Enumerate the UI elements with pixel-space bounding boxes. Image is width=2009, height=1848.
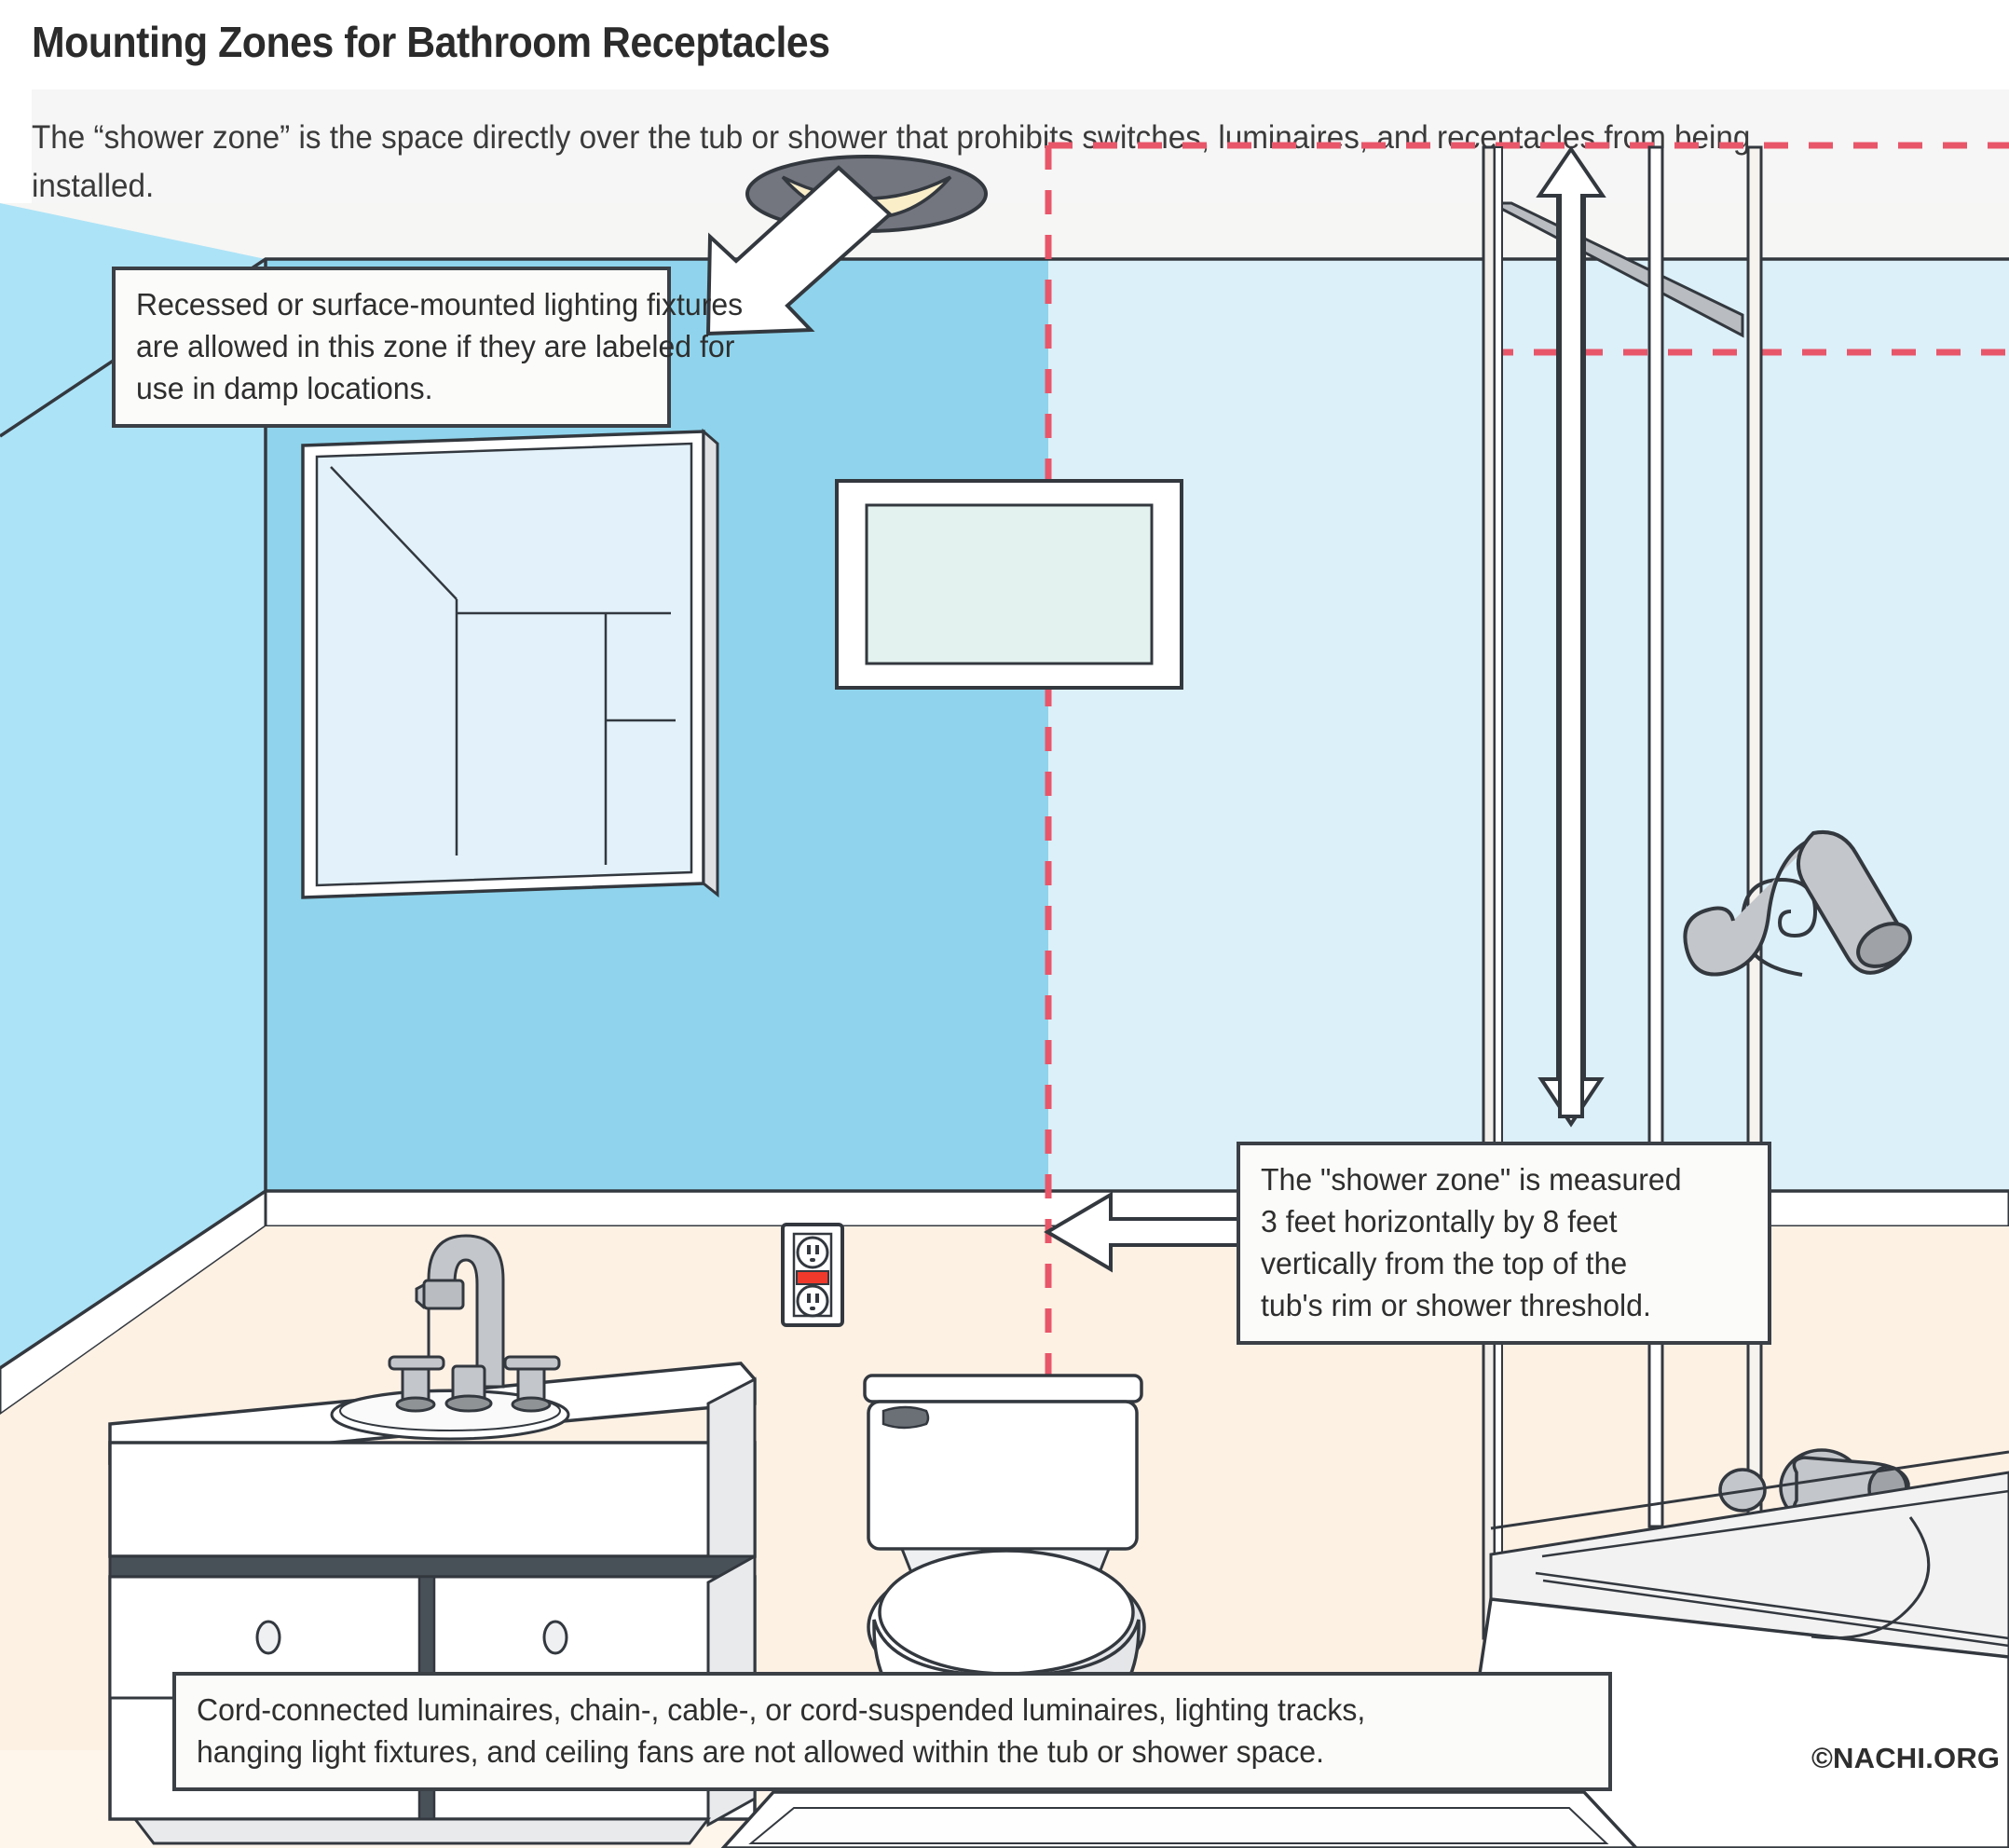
callout-bottom-line-1: Cord-connected luminaires, chain-, cable… [197,1692,1366,1727]
subtitle-line-1: The “shower zone” is the space directly … [32,119,1428,156]
shower-head [1683,830,1912,977]
shower-zone-height-arrow [1536,145,1606,1118]
framed-picture [835,479,1183,690]
callout-bottom-line-2: hanging light fixtures, and ceiling fans… [197,1734,1324,1769]
leader-arrow-lighting-visible [705,165,893,336]
callout-shower-line-2: 3 feet horizontally by 8 feet [1261,1204,1618,1239]
leader-arrow-shower-zone [1044,1191,1241,1273]
page-title: Mounting Zones for Bathroom Receptacles [32,18,830,66]
callout-shower-line-1: The "shower zone" is measured [1261,1162,1682,1197]
left-wall [0,203,266,1368]
bath-mat [720,1790,1639,1848]
ceiling [0,203,2009,436]
callout-lighting-line-3: use in damp locations. [136,371,433,405]
callout-lighting-fixtures: Recessed or surface-mounted lighting fix… [112,267,744,428]
wall-mirror [301,428,719,899]
drawer-knob [255,1620,281,1655]
sink-bowl [330,1389,570,1441]
gfci-receptacle [781,1223,844,1327]
callout-shower-line-3: vertically from the top of the [1261,1246,1628,1280]
copyright-credit: ©NACHI.ORG [1811,1742,2001,1774]
scene-svg [0,142,2009,1848]
faucet-handle-right [503,1355,561,1413]
callout-shower-line-4: tub's rim or shower threshold. [1261,1288,1651,1322]
subtitle-text: The “shower zone” is the space directly … [32,114,1802,211]
faucet-handle-left [388,1355,445,1413]
callout-cord-connected: Cord-connected luminaires, chain-, cable… [172,1672,1612,1791]
callout-shower-zone: The "shower zone" is measured 3 feet hor… [1237,1142,1771,1345]
drawer-knob [542,1620,568,1655]
header-band [0,0,2009,89]
callout-lighting-line-2: are allowed in this zone if they are lab… [136,329,735,363]
shower-head-nozzle [1856,922,1912,968]
bathroom-illustration: Recessed or surface-mounted lighting fix… [0,142,2009,1848]
shower-post-left [1482,145,1496,1640]
flush-handle [882,1405,930,1430]
gooseneck-faucet [415,1234,505,1413]
tub-basin-curve [1811,1516,1931,1640]
callout-lighting-line-1: Recessed or surface-mounted lighting fix… [136,287,744,322]
